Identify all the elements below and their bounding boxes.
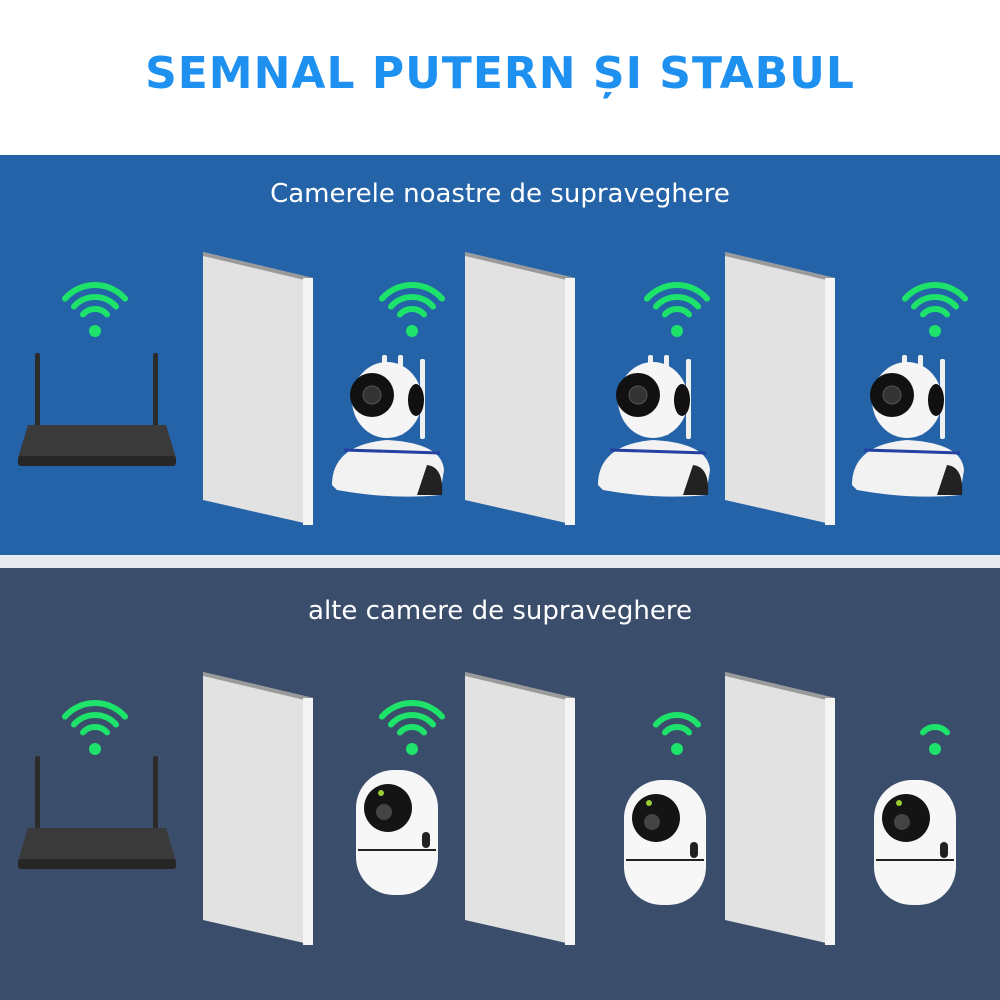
wifi-signal-icon bbox=[901, 282, 969, 337]
page-title: SEMNAL PUTERN ȘI STABUL bbox=[145, 48, 855, 99]
scene bbox=[18, 252, 969, 525]
wall bbox=[465, 672, 575, 945]
wall bbox=[725, 252, 835, 525]
dome-camera bbox=[624, 780, 706, 905]
router bbox=[18, 756, 176, 869]
divider bbox=[0, 555, 1000, 568]
wifi-signal-icon bbox=[643, 282, 711, 337]
wifi-signal-icon bbox=[919, 724, 951, 755]
antenna-camera bbox=[852, 355, 964, 497]
router bbox=[18, 353, 176, 466]
other-cameras-panel: alte camere de supraveghere bbox=[0, 568, 1000, 1000]
panel-title: alte camere de supraveghere bbox=[308, 596, 692, 626]
wall bbox=[203, 252, 313, 525]
antenna-camera bbox=[598, 355, 710, 497]
wifi-signal-icon bbox=[61, 700, 129, 755]
wifi-signal-icon bbox=[652, 712, 702, 755]
our-cameras-panel: Camerele noastre de supraveghere bbox=[0, 155, 1000, 555]
wall bbox=[725, 672, 835, 945]
panel-title: Camerele noastre de supraveghere bbox=[270, 179, 730, 209]
antenna-camera bbox=[332, 355, 444, 497]
wifi-signal-icon bbox=[378, 282, 446, 337]
wifi-signal-icon bbox=[61, 282, 129, 337]
wifi-signal-icon bbox=[378, 700, 446, 755]
wall bbox=[465, 252, 575, 525]
wall bbox=[203, 672, 313, 945]
dome-camera bbox=[874, 780, 956, 905]
dome-camera bbox=[356, 770, 438, 895]
scene bbox=[18, 672, 956, 945]
